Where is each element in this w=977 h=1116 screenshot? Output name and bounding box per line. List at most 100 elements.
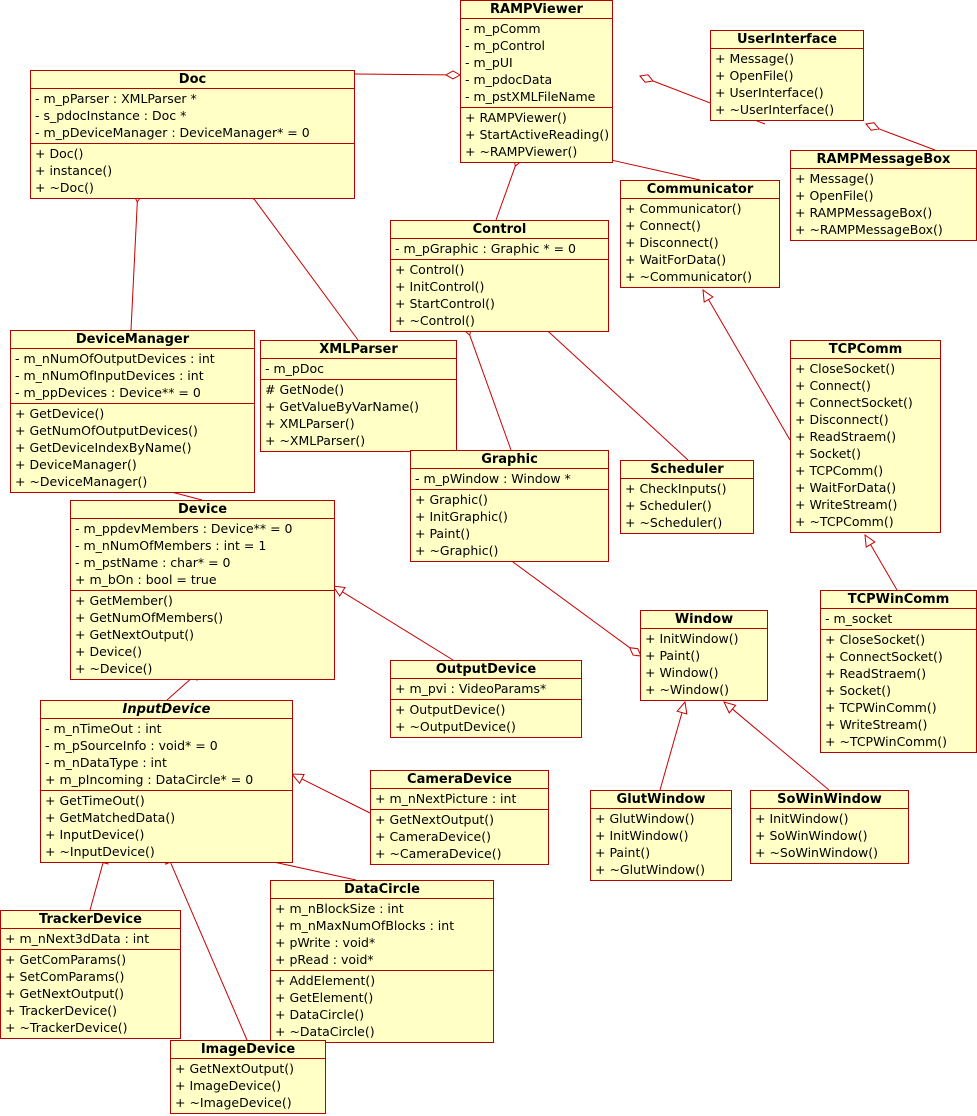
attribute: + m_nNext3dData : int — [5, 931, 150, 946]
class-doc[interactable]: Doc- m_pParser : XMLParser *- s_pdocInst… — [30, 70, 355, 199]
operation: + Socket() — [825, 683, 892, 698]
class-datacircle[interactable]: DataCircle+ m_nBlockSize : int+ m_nMaxNu… — [270, 880, 494, 1043]
operation: + Connect() — [795, 378, 871, 393]
operation-compartment: + GetNextOutput()+ CameraDevice()+ ~Came… — [371, 809, 548, 864]
class-imagedevice[interactable]: ImageDevice+ GetNextOutput()+ ImageDevic… — [170, 1040, 326, 1114]
operation: + StartControl() — [395, 296, 495, 311]
operation: + GetNextOutput() — [375, 812, 495, 827]
class-outputdevice[interactable]: OutputDevice+ m_pvi : VideoParams*+ Outp… — [390, 660, 582, 738]
operation: + GetTimeOut() — [45, 793, 145, 808]
class-graphic[interactable]: Graphic- m_pWindow : Window *+ Graphic()… — [410, 450, 609, 562]
operation-compartment: + GetMember()+ GetNumOfMembers()+ GetNex… — [71, 590, 334, 679]
class-userinterface[interactable]: UserInterface+ Message()+ OpenFile()+ Us… — [710, 30, 864, 121]
attribute-compartment: - m_pGraphic : Graphic * = 0 — [391, 239, 608, 259]
attribute: - m_pdocData — [465, 72, 553, 87]
class-communicator[interactable]: Communicator+ Communicator()+ Connect()+… — [620, 180, 780, 288]
attribute: - m_pSourceInfo : void* = 0 — [45, 738, 218, 753]
operation: + InitGraphic() — [415, 509, 508, 524]
operation-compartment: + GetTimeOut() + GetMatchedData() + InputD… — [41, 790, 292, 862]
class-name: DeviceManager — [11, 331, 254, 349]
operation: + ConnectSocket() — [795, 395, 913, 410]
generalization-line — [732, 708, 830, 791]
operation: + GetMember() — [75, 593, 173, 608]
operation: + GetDevice() — [15, 406, 105, 421]
class-trackerdevice[interactable]: TrackerDevice + m_nNext3dData : int + GetC… — [0, 910, 181, 1039]
class-name: TrackerDevice — [1, 911, 180, 929]
operation: + OpenFile() — [715, 68, 794, 83]
operation: + GetComParams() — [5, 952, 127, 967]
operation: + OpenFile() — [795, 188, 874, 203]
attribute: + m_pIncoming : DataCircle* = 0 — [45, 772, 254, 787]
operation: + InputDevice() — [45, 827, 145, 842]
attribute: + pWrite : void* — [275, 935, 376, 950]
operation-compartment: + Doc()+ instance()+ ~Doc() — [31, 143, 354, 198]
operation: + ~Graphic() — [415, 543, 499, 558]
class-window[interactable]: Window+ InitWindow()+ Paint()+ Window()+… — [640, 610, 768, 701]
aggregation-line — [469, 335, 512, 451]
class-cameradevice[interactable]: CameraDevice+ m_nNextPicture : int+ GetN… — [370, 770, 549, 865]
attribute-compartment: + m_nNextPicture : int — [371, 789, 548, 809]
attribute: - m_nTimeOut : int — [45, 721, 162, 736]
class-rampviewer[interactable]: RAMPViewer- m_pComm- m_pControl- m_pUI- … — [460, 0, 613, 163]
operation-compartment: + GetComParams()+ SetComParams()+ GetNex… — [1, 949, 180, 1038]
class-xmlparser[interactable]: XMLParser- m_pDoc# GetNode()+ GetValueBy… — [260, 340, 457, 452]
operation: + GetNextOutput() — [75, 627, 195, 642]
class-tcpwincomm[interactable]: TCPWinComm- m_socket+ CloseSocket()+ Con… — [820, 590, 977, 753]
operation-compartment: + InitWindow()+ SoWinWindow()+ ~SoWinWin… — [751, 809, 908, 863]
class-name: XMLParser — [261, 341, 456, 359]
attribute: + m_nBlockSize : int — [275, 901, 404, 916]
class-tcpcomm[interactable]: TCPComm+ CloseSocket()+ Connect()+ Conne… — [790, 340, 941, 533]
operation: + InitWindow() — [755, 811, 849, 826]
attribute: - m_pDoc — [265, 361, 324, 376]
attribute: - m_pUI — [465, 55, 513, 70]
operation: + Disconnect() — [795, 412, 889, 427]
operation: + ~RAMPViewer() — [465, 144, 578, 159]
operation: + Communicator() — [625, 201, 742, 216]
class-name: OutputDevice — [391, 661, 581, 679]
operation-compartment: + Graphic()+ InitGraphic()+ Paint()+ ~Gr… — [411, 489, 608, 561]
class-glutwindow[interactable]: GlutWindow+ GlutWindow()+ InitWindow()+ … — [590, 790, 732, 881]
operation: + Message() — [715, 51, 794, 66]
class-name: Communicator — [621, 181, 779, 199]
class-scheduler[interactable]: Scheduler+ CheckInputs()+ Scheduler()+ ~… — [620, 460, 754, 534]
operation: + GetNumOfOutputDevices() — [15, 423, 198, 438]
operation-compartment: + Control()+ InitControl()+ StartControl… — [391, 259, 608, 331]
operation: + DeviceManager() — [15, 457, 137, 472]
operation: + ~TCPWinComm() — [825, 734, 948, 749]
operation: + ~Window() — [645, 682, 729, 697]
operation: + OutputDevice() — [395, 702, 506, 717]
aggregation-diamond — [865, 122, 881, 131]
operation: + RAMPViewer() — [465, 110, 567, 125]
class-sowinwindow[interactable]: SoWinWindow+ InitWindow()+ SoWinWindow()… — [750, 790, 909, 864]
operation: + Socket() — [795, 446, 862, 461]
class-device[interactable]: Device- m_ppdevMembers : Device** = 0- m… — [70, 500, 335, 680]
generalization-line — [659, 712, 683, 791]
attribute-compartment: - m_socket — [821, 609, 976, 629]
class-name: ImageDevice — [171, 1041, 325, 1059]
operation: + GetNextOutput() — [5, 986, 125, 1001]
class-rampmessagebox[interactable]: RAMPMessageBox+ Message()+ OpenFile()+ R… — [790, 150, 977, 241]
attribute: - m_pstXMLFileName — [465, 89, 596, 104]
operation: + GetMatchedData() — [45, 810, 176, 825]
class-name: Doc — [31, 71, 354, 89]
class-name: InputDevice — [41, 701, 292, 719]
class-name: Scheduler — [621, 461, 753, 479]
operation-compartment: + GetNextOutput()+ ImageDevice()+ ~Image… — [171, 1059, 325, 1113]
class-inputdevice[interactable]: InputDevice - m_nTimeOut : int - m_pSource… — [40, 700, 293, 863]
operation-compartment: + InitWindow()+ Paint()+ Window()+ ~Wind… — [641, 629, 767, 700]
attribute: - m_ppdevMembers : Device** = 0 — [75, 521, 293, 536]
attribute: - m_pControl — [465, 38, 546, 53]
class-devicemanager[interactable]: DeviceManager- m_nNumOfOutputDevices : i… — [10, 330, 255, 493]
generalization-line — [169, 861, 248, 1041]
operation: + Window() — [645, 665, 719, 680]
attribute-compartment: - m_pParser : XMLParser *- s_pdocInstanc… — [31, 89, 354, 143]
class-name: RAMPMessageBox — [791, 151, 976, 169]
operation-compartment: + CloseSocket()+ Connect()+ ConnectSocke… — [791, 359, 940, 532]
operation: + WaitForData() — [795, 480, 897, 495]
class-name: DataCircle — [271, 881, 493, 899]
operation: + ~UserInterface() — [715, 102, 835, 117]
operation: + GetDeviceIndexByName() — [15, 440, 192, 455]
class-control[interactable]: Control- m_pGraphic : Graphic * = 0+ Con… — [390, 220, 609, 332]
operation-compartment: + GlutWindow()+ InitWindow()+ Paint()+ ~… — [591, 809, 731, 880]
aggregation-diamond — [444, 70, 462, 80]
